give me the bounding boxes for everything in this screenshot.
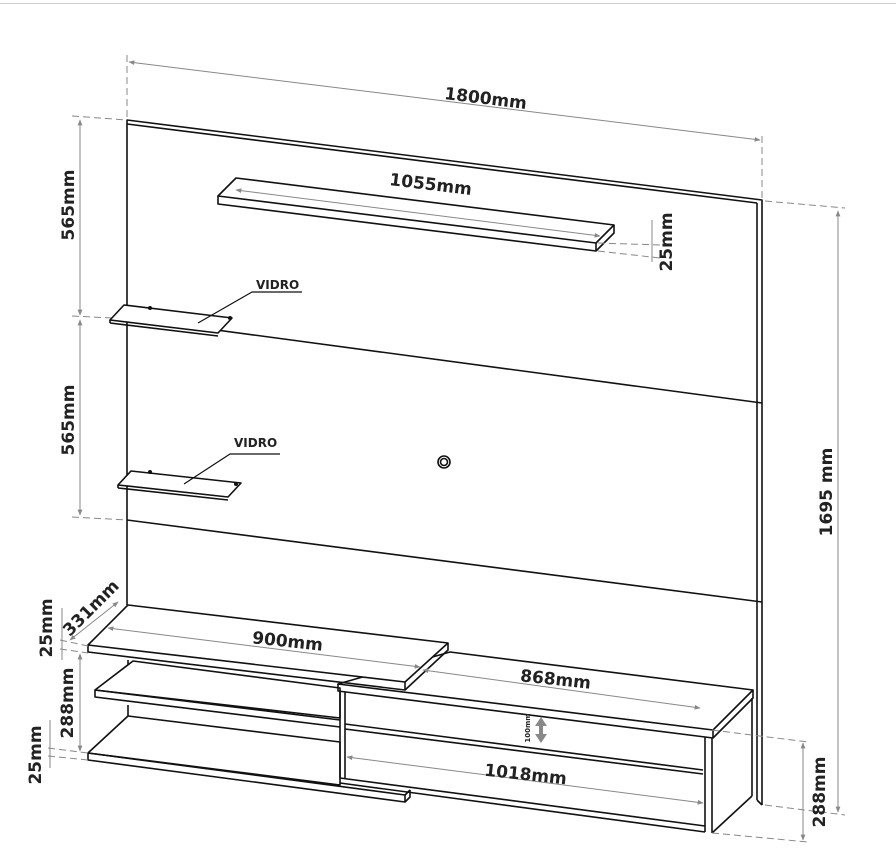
top-border <box>0 0 896 4</box>
glass-shelf-1-label: VIDRO <box>256 278 299 292</box>
rack-right-height-label: 288mm <box>810 757 830 828</box>
panel-seam-upper <box>126 317 763 404</box>
glass-shelf-2: VIDRO <box>117 436 280 501</box>
glass-shelf-1: VIDRO <box>109 278 302 337</box>
panel-seam-lower <box>126 519 763 603</box>
back-panel <box>126 119 763 806</box>
dimension-spacing-left: 565mm 565mm <box>59 115 128 521</box>
total-width-label: 1800mm <box>443 84 528 114</box>
dimension-panel-height: 1695 mm <box>764 200 846 816</box>
top-shelf-width-label: 1055mm <box>388 170 473 200</box>
middle-spacing-label: 565mm <box>59 385 79 456</box>
rack-bottom-thickness-label: 25mm <box>26 725 46 784</box>
rack-top-thickness-label: 25mm <box>37 598 57 657</box>
drawer-gap-label: 100mm <box>524 713 532 742</box>
rack-inner-height-label: 288mm <box>58 668 78 739</box>
upper-spacing-label: 565mm <box>59 170 79 241</box>
top-shelf-thickness-label: 25mm <box>657 212 677 271</box>
rack-right-inner-width-label: 1018mm <box>483 761 567 790</box>
panel-height-label: 1695 mm <box>817 448 837 537</box>
double-arrow-icon <box>535 717 547 743</box>
cable-hole <box>437 455 451 469</box>
lower-rack <box>87 604 754 834</box>
glass-shelf-2-label: VIDRO <box>234 436 277 450</box>
top-shelf: 1055mm 25mm <box>217 170 677 272</box>
